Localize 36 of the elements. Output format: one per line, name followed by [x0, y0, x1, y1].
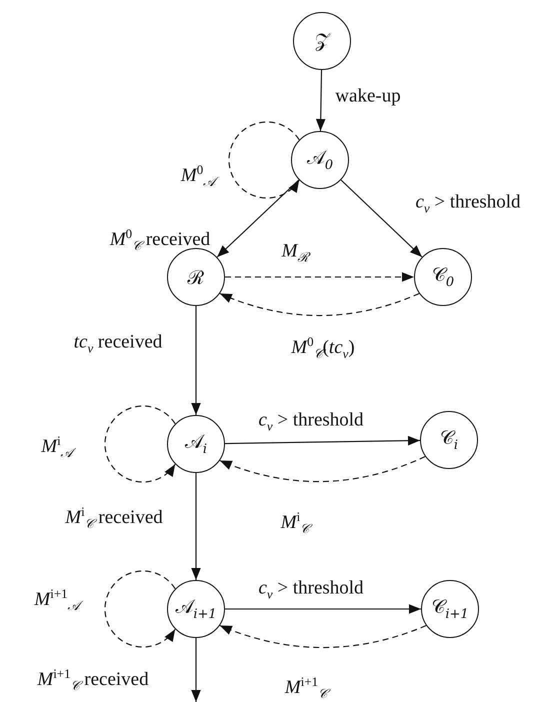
state-circle [167, 415, 225, 473]
dashed-arrow [104, 405, 176, 483]
state-label: ℛ [188, 266, 204, 290]
arrow [216, 180, 300, 258]
edge-label: M$^{i+1}$$_{𝒞}$ received [37, 666, 149, 694]
dashed-arrow [228, 121, 300, 199]
edge-label: wake-up [335, 86, 401, 108]
arrow [191, 306, 201, 415]
state-label: 𝒵 [315, 30, 329, 52]
edge-label: M$^{0}$$_{𝒞}$(tc$_{v}$) [291, 334, 355, 362]
edge-label: M$^{i}$$_{𝒞}$ received [65, 504, 163, 532]
arrow [191, 473, 201, 580]
state-label: 𝒞$_{i+1}$ [431, 596, 469, 622]
edge-label: M$_{ℛ}$ [282, 242, 308, 264]
dashed-arrow [225, 272, 414, 282]
state-label: 𝒜$_{i}$ [184, 431, 208, 457]
arrow [316, 70, 326, 132]
state-circle [291, 131, 349, 189]
state-label: 𝒞$_{0}$ [432, 264, 454, 290]
dashed-arrow [104, 570, 176, 648]
state-label: 𝒜$_{i+1}$ [175, 596, 217, 622]
state-label: 𝒜$_{0}$ [306, 147, 334, 173]
dashed-arrow [220, 293, 420, 316]
dashed-arrow [220, 625, 426, 648]
arrow [191, 638, 201, 702]
edge-label: c$_{v}$ > threshold [415, 192, 521, 216]
dashed-arrow [220, 456, 426, 482]
arrow [224, 436, 420, 446]
arrow [340, 180, 422, 258]
state-label: 𝒞$_{i}$ [440, 427, 458, 453]
edge-label: c$_{v}$ > threshold [258, 578, 364, 602]
edge-label: tc$_{v}$ received [74, 332, 162, 356]
edge-label: c$_{v}$ > threshold [258, 410, 364, 434]
state-circle [167, 580, 225, 638]
edge-label: M$^{0}$$_{𝒞}$ received [110, 226, 210, 254]
arrow [225, 604, 421, 614]
